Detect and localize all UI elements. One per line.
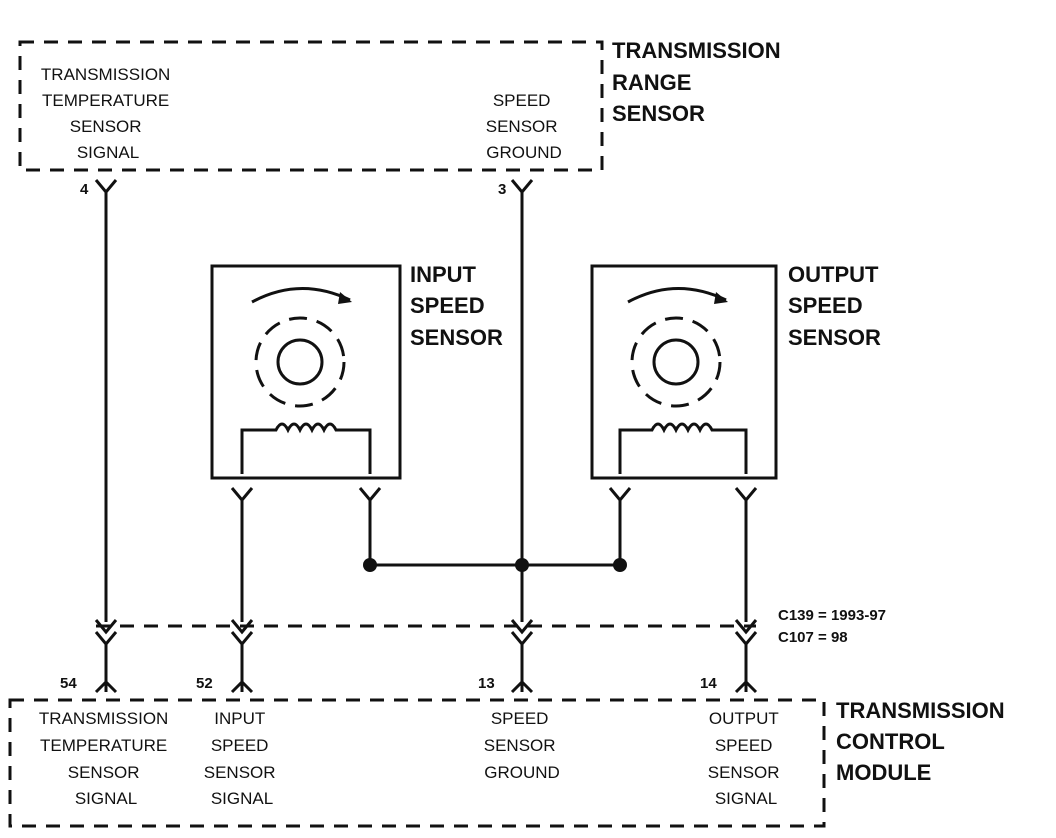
tcm-input-terminal bbox=[230, 679, 254, 694]
input-coil-icon bbox=[240, 422, 372, 474]
output-sensor-box bbox=[590, 264, 778, 480]
splice-dot-right bbox=[613, 558, 627, 572]
range-pin-temp: 4 bbox=[80, 181, 89, 198]
range-temp-terminal bbox=[94, 179, 118, 195]
range-temp-signal-label: TRANSMISSION TEMPERATURE SENSOR SIGNAL bbox=[41, 65, 175, 162]
tcm-temp-signal-label: TRANSMISSION TEMPERATURE SENSOR SIGNAL bbox=[39, 709, 173, 808]
input-rotation-arrow-icon bbox=[251, 287, 352, 304]
tcm-output-terminal bbox=[734, 679, 758, 694]
input-ground-terminal bbox=[358, 487, 382, 503]
splice-dot-center bbox=[515, 558, 529, 572]
output-rotation-arrow-icon bbox=[627, 287, 728, 304]
tcm-input-signal-label: INPUT SPEED SENSOR SIGNAL bbox=[204, 709, 281, 808]
input-sensor-box bbox=[210, 264, 402, 480]
output-sensor-title: OUTPUT SPEED SENSOR bbox=[788, 262, 885, 350]
range-pin-ground: 3 bbox=[498, 181, 506, 198]
range-sensor-title: TRANSMISSION RANGE SENSOR bbox=[612, 38, 787, 126]
output-coil-icon bbox=[618, 422, 748, 474]
ground-splice-wire bbox=[368, 500, 622, 567]
connector-label: C139 = 1993-97 C107 = 98 bbox=[778, 607, 890, 646]
tcm-pin-input: 52 bbox=[196, 675, 213, 692]
input-signal-terminal bbox=[230, 487, 254, 503]
range-speed-ground-label: SPEED SENSOR GROUND bbox=[486, 91, 563, 162]
input-sensor-title: INPUT SPEED SENSOR bbox=[410, 262, 503, 350]
tcm-speed-ground-label: SPEED SENSOR GROUND bbox=[484, 709, 561, 782]
output-signal-terminal bbox=[734, 487, 758, 503]
tcm-ground-terminal bbox=[510, 679, 534, 694]
input-gear-icon bbox=[254, 316, 346, 408]
tcm-pin-ground: 13 bbox=[478, 675, 495, 692]
connector-terminals bbox=[94, 619, 758, 647]
tcm-pin-output: 14 bbox=[700, 675, 717, 692]
tcm-pin-temp: 54 bbox=[60, 675, 77, 692]
range-ground-terminal bbox=[510, 179, 534, 195]
output-ground-terminal bbox=[608, 487, 632, 503]
range-sensor-box bbox=[18, 40, 604, 172]
tcm-box bbox=[8, 698, 826, 828]
output-gear-icon bbox=[630, 316, 722, 408]
splice-dot-left bbox=[363, 558, 377, 572]
tcm-temp-terminal bbox=[94, 679, 118, 694]
tcm-title: TRANSMISSION CONTROL MODULE bbox=[836, 698, 1011, 785]
tcm-output-signal-label: OUTPUT SPEED SENSOR SIGNAL bbox=[708, 709, 785, 808]
